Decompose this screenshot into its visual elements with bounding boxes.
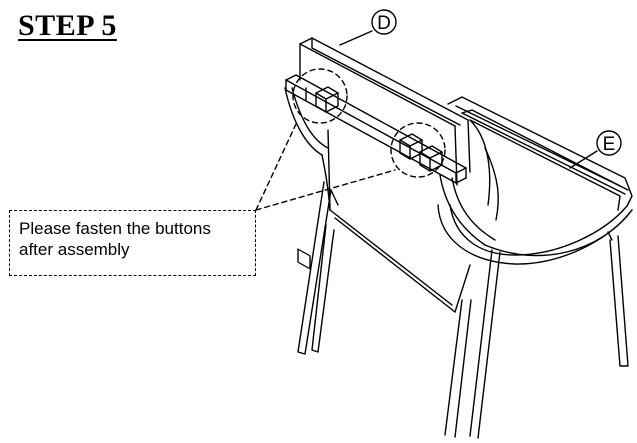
note-line-1: Please fasten the buttons (19, 219, 211, 238)
connector-rail (285, 74, 467, 270)
detail-circle-right (390, 122, 446, 178)
back-panel-d (299, 37, 471, 313)
step-title: STEP 5 (18, 9, 117, 42)
leader-line-right (255, 169, 396, 211)
callout-d: D (339, 9, 397, 46)
chair-legs (297, 181, 629, 439)
left-armrest (284, 87, 331, 211)
part-label-d: D (377, 13, 391, 34)
seat-shell (437, 96, 633, 265)
detail-circle-left (292, 68, 348, 124)
part-label-e: E (603, 134, 616, 155)
assembly-note: Please fasten the buttons after assembly (9, 210, 256, 276)
callout-e: E (569, 130, 622, 169)
connector-block-left-1 (297, 248, 311, 270)
leader-line-left (255, 123, 297, 211)
note-line-2: after assembly (19, 240, 130, 259)
seat-part-e (461, 109, 629, 211)
right-armrest (439, 174, 633, 257)
